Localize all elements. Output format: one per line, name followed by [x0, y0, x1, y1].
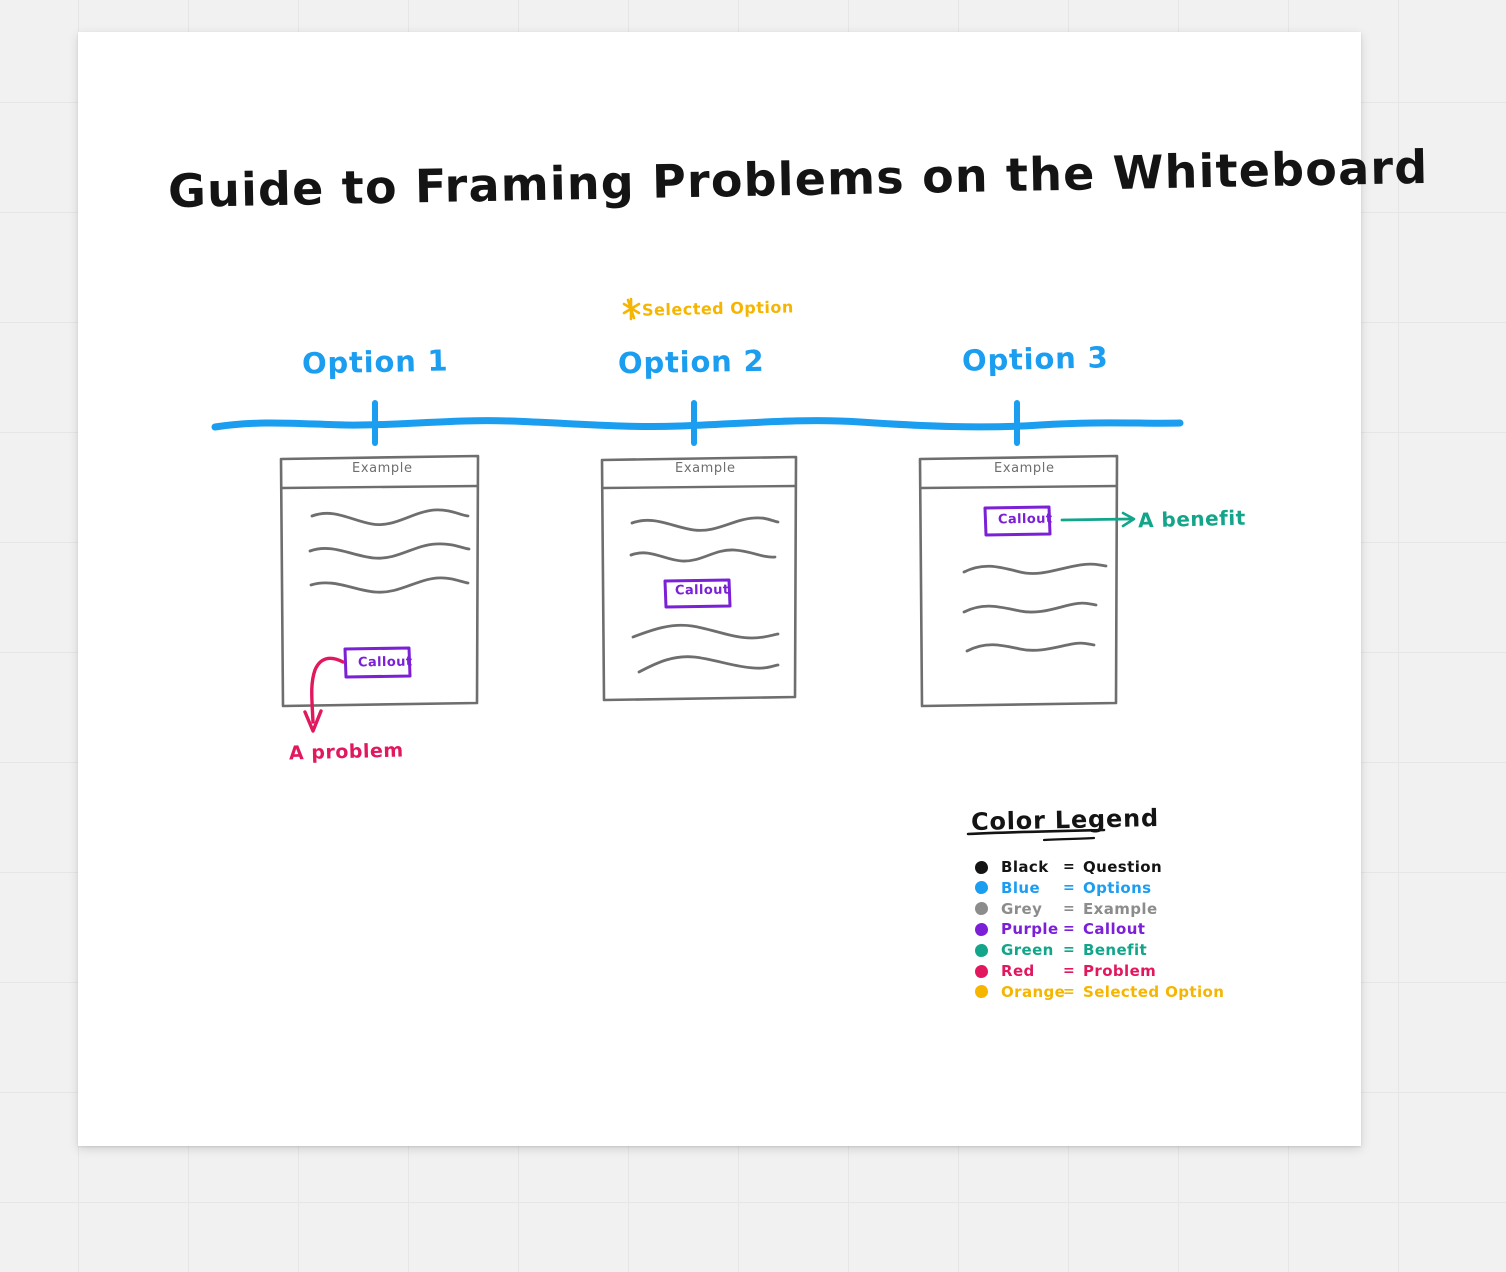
- callout-label-3[interactable]: Callout: [997, 511, 1053, 528]
- problem-annotation: A problem: [288, 739, 404, 765]
- legend-dot-icon: [975, 943, 988, 957]
- legend-color-name: Purple: [1001, 920, 1059, 939]
- legend-equals-sign: =: [1063, 921, 1075, 938]
- legend-color-name: Grey: [1001, 899, 1043, 918]
- legend-dot-icon: [975, 902, 988, 916]
- callout-label-2[interactable]: Callout: [674, 582, 730, 599]
- legend-color-name: Black: [1001, 858, 1049, 876]
- legend-meaning: Callout: [1083, 920, 1146, 939]
- legend-equals-sign: =: [1063, 859, 1075, 875]
- option-label-1[interactable]: Option 1: [301, 343, 449, 381]
- legend-equals-sign: =: [1063, 942, 1075, 959]
- legend-row-purple: Purple= Callout: [975, 918, 1145, 940]
- option-label-2[interactable]: Option 2: [617, 343, 765, 381]
- legend-dot-icon: [975, 985, 988, 999]
- legend-row-orange: Orange= Selected Option: [975, 981, 1224, 1003]
- benefit-annotation: A benefit: [1137, 505, 1247, 533]
- legend-meaning: Example: [1083, 899, 1158, 918]
- legend-meaning: Question: [1083, 858, 1163, 876]
- legend-dot-icon: [975, 881, 988, 895]
- legend-color-name: Green: [1001, 941, 1054, 960]
- legend-color-name: Red: [1001, 962, 1035, 980]
- legend-color-name: Orange: [1001, 982, 1066, 1001]
- legend-row-red: Red = Problem: [975, 960, 1156, 982]
- card-header-1: Example: [352, 461, 413, 476]
- legend-dot-icon: [975, 922, 988, 936]
- legend-row-green: Green = Benefit: [975, 939, 1147, 961]
- legend-title: Color Legend: [970, 804, 1160, 836]
- legend-meaning: Problem: [1083, 962, 1157, 980]
- option-label-3[interactable]: Option 3: [961, 340, 1109, 378]
- selected-option-note: Selected Option: [641, 297, 794, 320]
- legend-row-black: Black = Question: [975, 856, 1162, 878]
- legend-dot-icon: [975, 964, 988, 978]
- legend-equals-sign: =: [1063, 879, 1075, 896]
- legend-row-grey: Grey = Example: [975, 898, 1157, 920]
- legend-equals-sign: =: [1063, 900, 1075, 917]
- legend-equals-sign: =: [1063, 963, 1075, 979]
- callout-label-1[interactable]: Callout: [357, 654, 413, 671]
- card-header-2: Example: [675, 461, 736, 476]
- legend-meaning: Selected Option: [1083, 982, 1225, 1001]
- legend-equals-sign: =: [1063, 983, 1075, 1000]
- card-header-3: Example: [994, 461, 1055, 476]
- legend-meaning: Benefit: [1083, 941, 1148, 960]
- legend-meaning: Options: [1083, 878, 1152, 897]
- legend-color-name: Blue: [1001, 878, 1041, 897]
- legend-row-blue: Blue = Options: [975, 877, 1151, 899]
- legend-dot-icon: [975, 860, 988, 874]
